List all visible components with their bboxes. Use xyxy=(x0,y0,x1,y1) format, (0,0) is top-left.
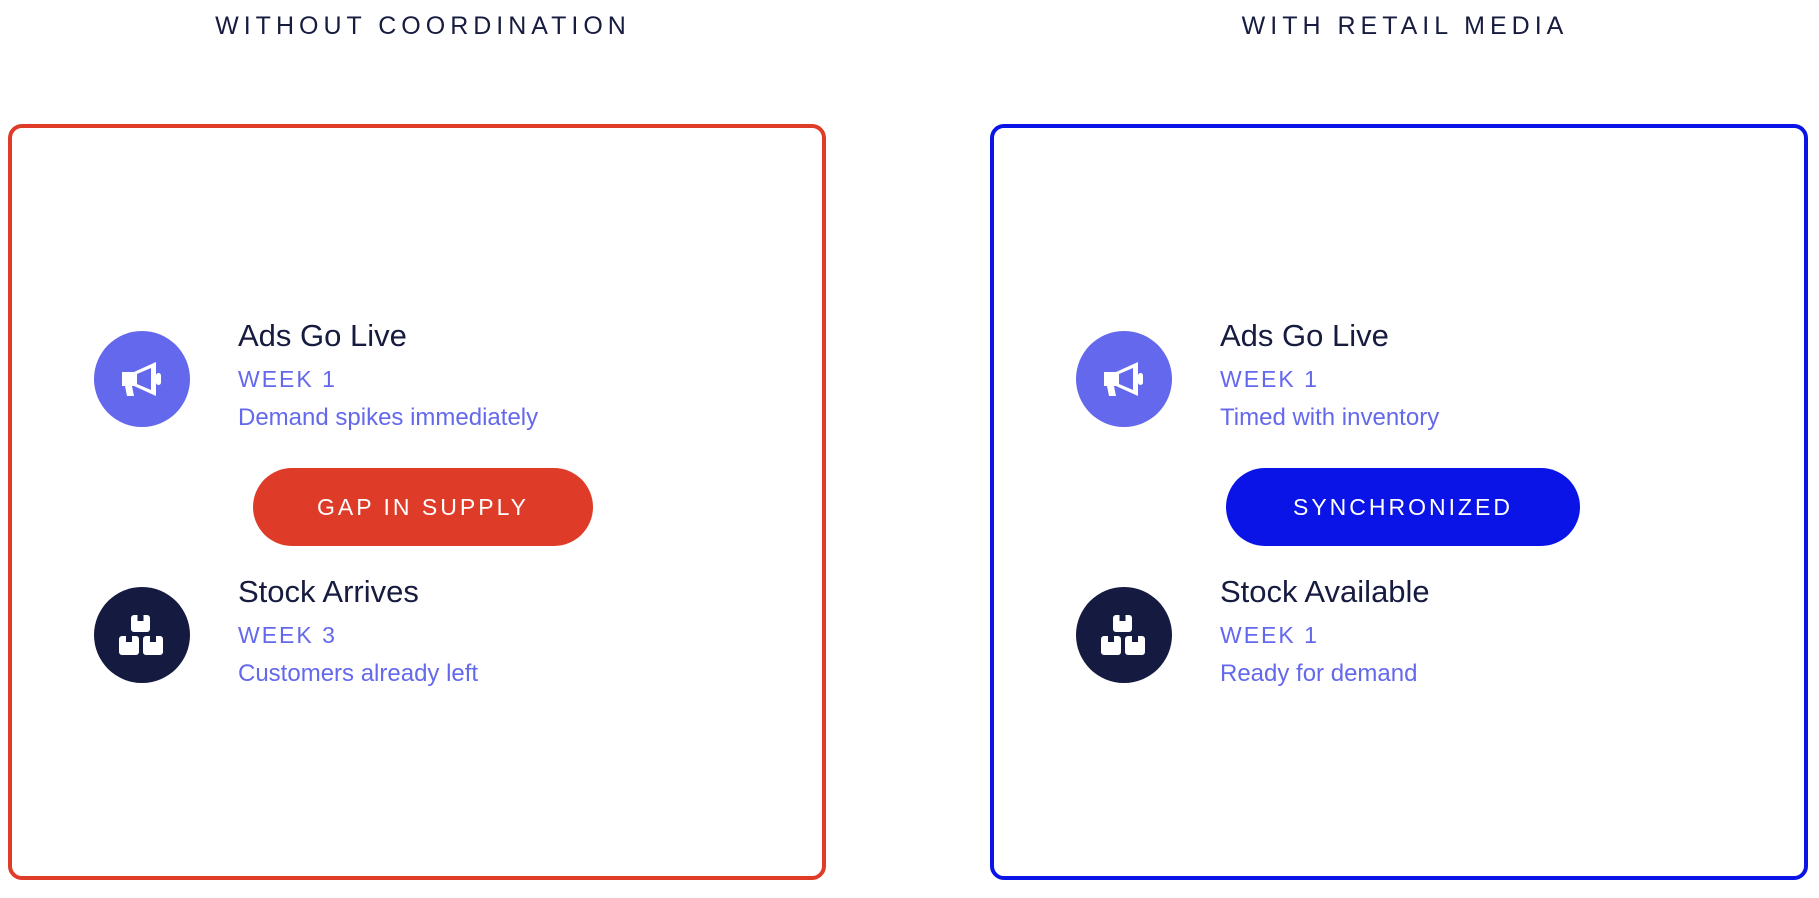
step-title: Ads Go Live xyxy=(1220,318,1389,353)
step-title: Stock Available xyxy=(1220,574,1430,609)
status-badge-gap-in-supply: GAP IN SUPPLY xyxy=(253,468,593,546)
step-title: Stock Arrives xyxy=(238,574,419,609)
ads-go-live-step: Ads Go Live WEEK 1 Demand spikes immedia… xyxy=(94,318,794,438)
comparison-column-without-coordination: WITHOUT COORDINATION Ads Go Live WEEK 1 … xyxy=(8,0,838,898)
step-text: Stock Available WEEK 1 Ready for demand xyxy=(1220,572,1740,689)
step-week: WEEK 1 xyxy=(1220,366,1319,392)
step-description: Ready for demand xyxy=(1220,660,1418,687)
comparison-panel: Ads Go Live WEEK 1 Demand spikes immedia… xyxy=(8,124,826,880)
stock-step: Stock Available WEEK 1 Ready for demand xyxy=(1076,574,1776,694)
status-badge-synchronized: SYNCHRONIZED xyxy=(1226,468,1580,546)
step-title: Ads Go Live xyxy=(238,318,407,353)
megaphone-icon-glyph xyxy=(122,362,161,396)
step-week: WEEK 1 xyxy=(238,366,337,392)
megaphone-icon xyxy=(1076,331,1172,427)
boxes-icon xyxy=(1076,587,1172,683)
comparison-column-with-retail-media: WITH RETAIL MEDIA Ads Go Live WEEK 1 Tim… xyxy=(990,0,1819,898)
boxes-icon-glyph xyxy=(1101,615,1145,655)
step-description: Timed with inventory xyxy=(1220,404,1440,431)
column-heading: WITH RETAIL MEDIA xyxy=(1241,12,1569,40)
step-text: Ads Go Live WEEK 1 Demand spikes immedia… xyxy=(238,316,758,433)
step-description: Customers already left xyxy=(238,660,479,687)
megaphone-icon-glyph xyxy=(1104,362,1143,396)
stock-step: Stock Arrives WEEK 3 Customers already l… xyxy=(94,574,794,694)
step-text: Stock Arrives WEEK 3 Customers already l… xyxy=(238,572,758,689)
megaphone-icon xyxy=(94,331,190,427)
step-description: Demand spikes immediately xyxy=(238,404,539,431)
column-heading: WITHOUT COORDINATION xyxy=(215,12,631,40)
comparison-panel: Ads Go Live WEEK 1 Timed with inventory … xyxy=(990,124,1808,880)
step-week: WEEK 3 xyxy=(238,622,337,648)
boxes-icon xyxy=(94,587,190,683)
ads-go-live-step: Ads Go Live WEEK 1 Timed with inventory xyxy=(1076,318,1776,438)
step-text: Ads Go Live WEEK 1 Timed with inventory xyxy=(1220,316,1740,433)
step-week: WEEK 1 xyxy=(1220,622,1319,648)
boxes-icon-glyph xyxy=(119,615,163,655)
